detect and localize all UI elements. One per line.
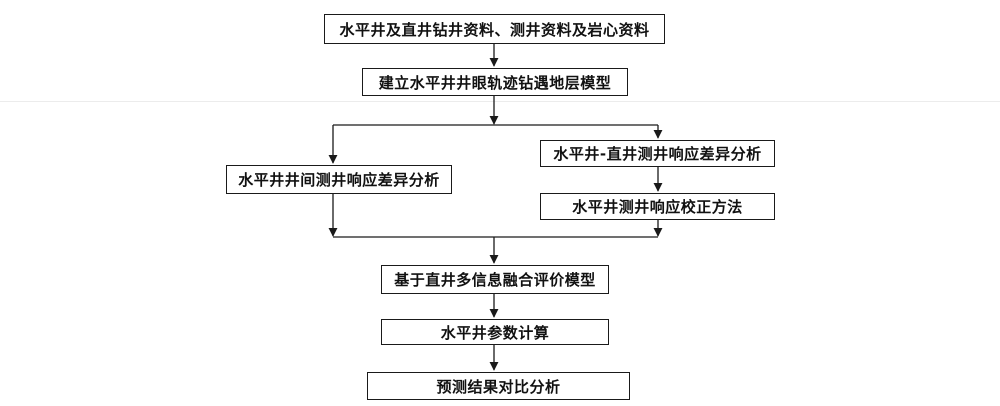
node-hw-vw-analysis: 水平井-直井测井响应差异分析 bbox=[540, 140, 775, 167]
node-param-calc: 水平井参数计算 bbox=[381, 319, 609, 345]
faint-separator-line bbox=[0, 101, 1000, 102]
node-correction-method: 水平井测井响应校正方法 bbox=[540, 193, 775, 220]
node-fusion-model: 基于直井多信息融合评价模型 bbox=[381, 265, 609, 294]
node-comparison: 预测结果对比分析 bbox=[367, 372, 630, 400]
node-strata-model: 建立水平井井眼轨迹钻遇地层模型 bbox=[362, 68, 628, 96]
node-inter-hw-analysis: 水平井井间测井响应差异分析 bbox=[226, 165, 452, 194]
node-data-sources: 水平井及直井钻井资料、测井资料及岩心资料 bbox=[324, 14, 665, 44]
